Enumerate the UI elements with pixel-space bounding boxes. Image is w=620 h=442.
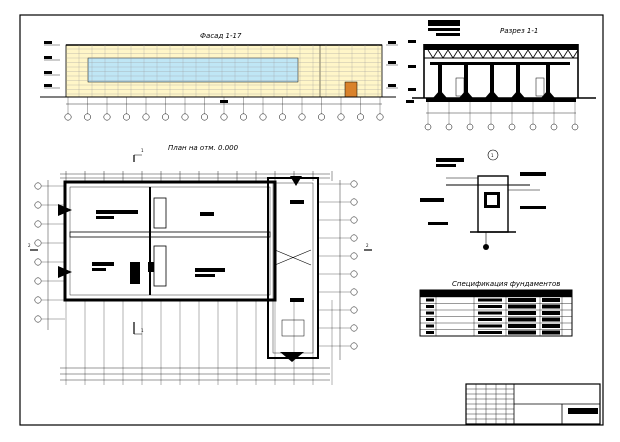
axis-marker: [34, 258, 42, 266]
axis-marker: [350, 198, 358, 206]
plan-grid-ticks: [65, 171, 333, 385]
roof-truss: [424, 49, 579, 59]
section-columns: [433, 62, 555, 98]
axis-marker: [34, 296, 42, 304]
axis-marker: [220, 113, 228, 121]
section-1-1: [406, 20, 596, 131]
cut-mark-bottom-label: 1: [141, 328, 144, 333]
axis-marker: [350, 270, 358, 278]
cut-mark-top: 1: [133, 148, 144, 162]
cut-mark-right-label: 2: [366, 243, 369, 248]
axis-marker: [34, 182, 42, 190]
cut-mark-top-label: 1: [141, 148, 144, 153]
node-detail: 1: [420, 149, 546, 250]
axis-marker: [337, 113, 345, 121]
axis-marker: [84, 113, 91, 121]
axis-marker: [376, 113, 384, 121]
plan-title: План на отм. 0.000: [168, 144, 239, 152]
spec-table: [419, 289, 573, 337]
floor-plan: [34, 171, 358, 385]
axis-marker: [240, 113, 247, 121]
axis-marker: [487, 123, 495, 131]
axis-marker: [318, 113, 325, 121]
node-marker: [487, 149, 499, 161]
axis-marker: [350, 234, 358, 242]
axis-marker: [350, 306, 358, 314]
sheet-frame: [19, 14, 604, 426]
axis-marker: [350, 252, 358, 260]
axis-marker: [123, 113, 130, 121]
axis-marker: [34, 239, 42, 247]
axis-marker: [350, 342, 358, 350]
axis-marker: [550, 123, 558, 131]
axis-marker: [529, 123, 537, 131]
plan-axis-markers: [34, 180, 358, 350]
facade-level-marks: [44, 41, 398, 89]
spec-title: Спецификация фундаментов: [452, 280, 560, 288]
axis-marker: [64, 113, 72, 121]
axis-marker: [466, 123, 474, 131]
facade-door: [344, 81, 358, 98]
axis-marker: [350, 216, 358, 224]
axis-marker: [298, 113, 306, 121]
facade-title: Фасад 1-17: [200, 32, 242, 40]
axis-marker: [571, 123, 579, 131]
axis-marker: [508, 123, 516, 131]
section-axis-markers: [424, 102, 579, 131]
facade-brick-lines: [66, 45, 382, 97]
axis-marker: [350, 180, 358, 188]
axis-marker: [103, 113, 111, 121]
axis-marker: [181, 113, 189, 121]
facade-glazing: [87, 57, 299, 83]
axis-marker: [201, 113, 208, 121]
axis-marker: [34, 277, 42, 285]
cut-mark-bottom: 1: [133, 322, 144, 335]
title-block: [465, 383, 601, 425]
axis-marker: [445, 123, 453, 131]
axis-marker: [162, 113, 169, 121]
cut-mark-right: 2: [364, 243, 372, 251]
axis-marker: [34, 315, 42, 323]
axis-marker: [350, 288, 358, 296]
axis-marker: [279, 113, 286, 121]
section-title: Разрез 1-1: [500, 27, 538, 35]
plan-outer-wall: [63, 180, 277, 302]
axis-marker: [34, 201, 42, 209]
axis-marker: [357, 113, 364, 121]
axis-marker: [142, 113, 150, 121]
axis-marker: [34, 220, 42, 228]
node-label: 1: [491, 153, 494, 158]
axis-marker: [259, 113, 267, 121]
cut-mark-left-label: 2: [28, 243, 31, 248]
facade-axis-markers: [64, 97, 384, 121]
axis-marker: [350, 324, 358, 332]
facade-elevation: [40, 41, 398, 121]
axis-marker: [424, 123, 432, 131]
cut-mark-left: 2: [28, 243, 38, 251]
